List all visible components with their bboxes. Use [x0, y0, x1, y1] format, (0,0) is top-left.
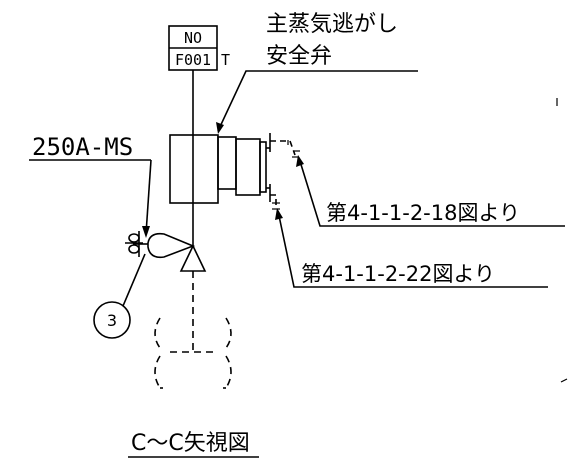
tag-suffix: T	[221, 51, 230, 69]
reducer-fitting	[133, 232, 196, 259]
handwheel-icon	[125, 231, 143, 257]
valve-leader-arrow	[216, 122, 224, 134]
dashed-branch-upper	[270, 140, 296, 156]
number-circle	[93, 301, 131, 339]
ref-label-2: 第4-1-1-2-22図より	[301, 262, 495, 286]
ref-1-leader-line	[298, 157, 565, 227]
valve-label-line-2: 安全弁	[266, 44, 332, 69]
safety-valve	[169, 133, 271, 204]
pipe-label: 250A-MS	[32, 133, 133, 161]
valve-leader-line	[217, 70, 418, 132]
ref-2-leader-line	[277, 210, 548, 288]
tag-box: NO F001 T	[168, 25, 230, 71]
view-title: C～C矢視図	[131, 431, 250, 456]
tag-line-1: NO	[184, 29, 202, 47]
circle-leader	[122, 253, 146, 307]
tag-line-2: F001	[175, 51, 211, 69]
ref-label-1: 第4-1-1-2-18図より	[326, 201, 520, 225]
valve-label-line-1: 主蒸気逃がし	[266, 12, 398, 37]
dashed-support	[154, 271, 232, 389]
pipe-label-arrow	[142, 226, 150, 238]
ref-1-arrow	[296, 155, 304, 167]
pipe-label-leader	[145, 159, 152, 235]
dashed-branch-lower	[270, 194, 277, 208]
ref-2-arrow	[275, 208, 283, 220]
edge-mark-2	[560, 378, 568, 383]
number-circle-label: 3	[107, 311, 117, 330]
